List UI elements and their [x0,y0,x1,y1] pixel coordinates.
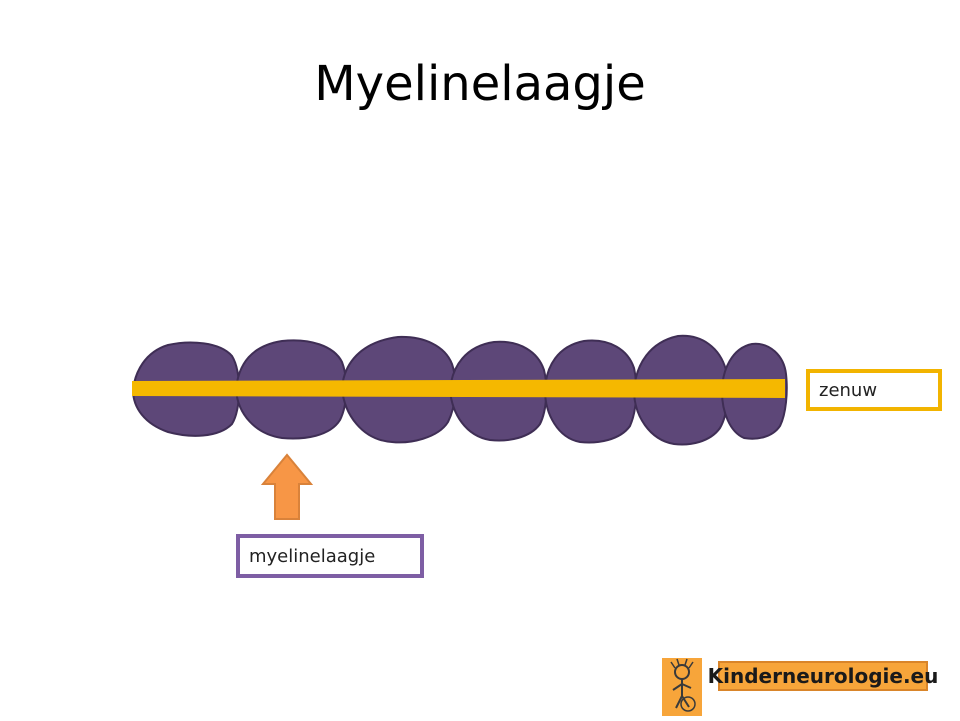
logo-text: Kinderneurologie.eu [708,661,938,691]
nerve-label-text: zenuw [819,379,878,401]
nerve-axon [132,379,785,398]
myelin-label: myelinelaagje [236,534,424,578]
child-figure-icon [662,658,702,716]
logo: Kinderneurologie.eu [660,656,938,718]
myelin-label-text: myelinelaagje [249,545,376,567]
page-title: Myelinelaagje [314,56,646,112]
nerve-label: zenuw [806,369,942,411]
arrow-up-icon [260,453,314,520]
